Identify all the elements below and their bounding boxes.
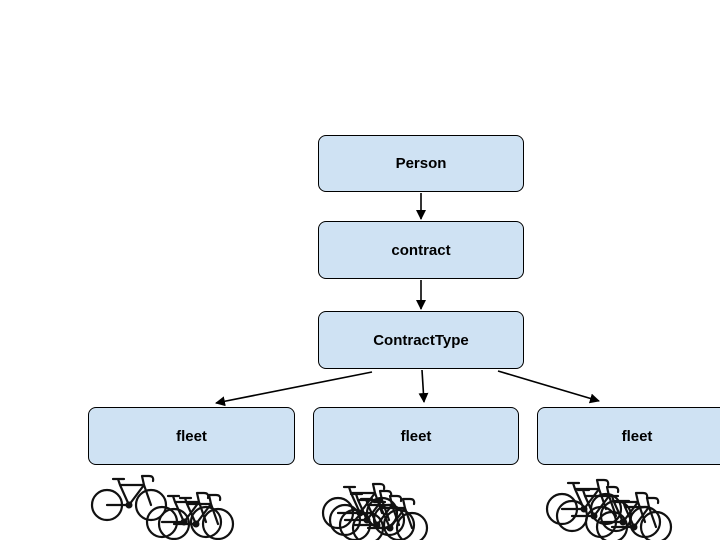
node-fleet-left: fleet xyxy=(88,407,295,465)
bicycle-icon xyxy=(90,474,168,522)
node-person-label: Person xyxy=(395,155,447,172)
node-fleet-left-label: fleet xyxy=(176,427,207,445)
arrow-contracttype-fleet-middle xyxy=(418,369,429,403)
node-fleet-right: fleet xyxy=(537,407,720,465)
node-fleet-middle: fleet xyxy=(313,407,519,465)
arrow-contracttype-fleet-right xyxy=(497,370,600,404)
node-contract-type: ContractType xyxy=(318,311,524,369)
arrow-contracttype-fleet-left xyxy=(215,371,373,407)
node-contract-label: contract xyxy=(391,241,451,259)
node-contract-type-label: ContractType xyxy=(373,331,469,349)
node-person: Person xyxy=(318,135,524,192)
node-contract: contract xyxy=(318,221,524,279)
node-fleet-middle-label: fleet xyxy=(400,427,432,445)
node-fleet-right-label: fleet xyxy=(621,427,653,445)
